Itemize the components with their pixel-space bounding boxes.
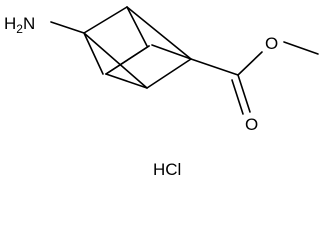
bond-cage xyxy=(105,45,150,75)
bond-cage xyxy=(146,58,192,89)
chemical-structure: H2N O O HCl xyxy=(4,6,319,179)
bond-cage xyxy=(83,6,128,34)
bond-cage-carbonyl xyxy=(190,58,239,76)
ester-oxygen-label: O xyxy=(265,34,278,53)
bond-carbonyl-double-1 xyxy=(237,74,251,113)
bond-cage xyxy=(126,6,148,47)
amine-subscript: 2 xyxy=(16,22,23,36)
bond-carbonyl-ester-o xyxy=(237,51,263,76)
bond-cage xyxy=(151,44,192,60)
bond-ester-o-methyl xyxy=(283,41,319,55)
bond-carbonyl-double-2 xyxy=(231,79,244,115)
amine-label: H2N xyxy=(4,14,35,36)
bond-cage xyxy=(83,32,104,75)
amine-n: N xyxy=(23,14,35,33)
amine-h: H xyxy=(4,14,16,33)
cubane-cage xyxy=(83,6,192,89)
carbonyl-oxygen-label: O xyxy=(245,115,258,134)
methyl-ester-group xyxy=(190,41,319,115)
bond-cage xyxy=(105,73,148,89)
bond-c-n xyxy=(50,21,85,34)
bond-cage xyxy=(83,32,148,89)
hydrochloride-label: HCl xyxy=(153,160,181,179)
bond-cage xyxy=(126,6,192,60)
